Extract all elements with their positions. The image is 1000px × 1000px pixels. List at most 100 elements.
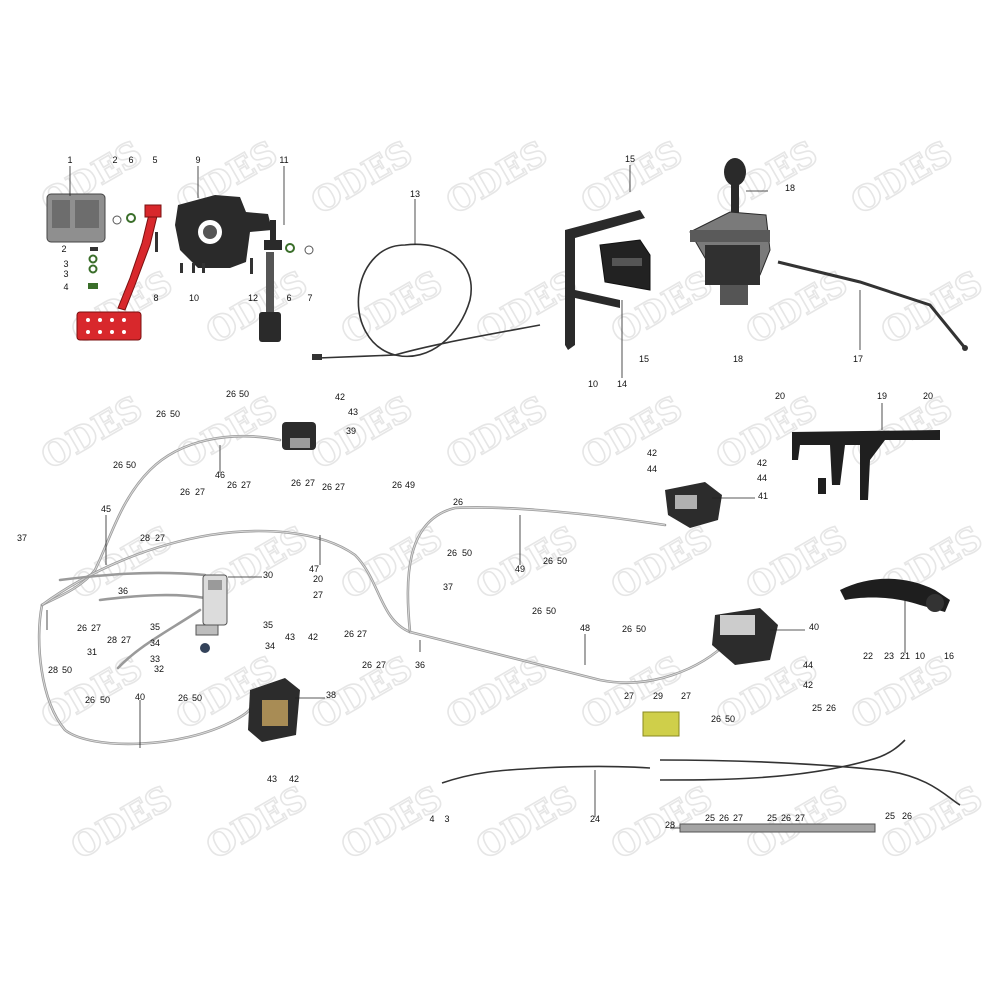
- callout-label-23[interactable]: 23: [884, 651, 894, 661]
- callout-label-50[interactable]: 50: [192, 693, 202, 703]
- part-24-cable[interactable]: [441, 739, 961, 806]
- part-18-shifter[interactable]: [689, 158, 771, 305]
- callout-label-50[interactable]: 50: [126, 460, 136, 470]
- callout-label-43[interactable]: 43: [285, 632, 295, 642]
- callout-label-39[interactable]: 39: [346, 426, 356, 436]
- callout-label-26[interactable]: 26: [622, 624, 632, 634]
- callout-label-25[interactable]: 25: [767, 813, 777, 823]
- callout-label-18[interactable]: 18: [785, 183, 795, 193]
- callout-label-26[interactable]: 26: [180, 487, 190, 497]
- callout-label-3[interactable]: 3: [63, 269, 68, 279]
- callout-label-26[interactable]: 26: [85, 695, 95, 705]
- callout-label-45[interactable]: 45: [101, 504, 111, 514]
- callout-label-8[interactable]: 8: [153, 293, 158, 303]
- part-19-bracket[interactable]: [792, 430, 940, 500]
- part-29-pad[interactable]: [642, 711, 680, 737]
- callout-label-26[interactable]: 26: [447, 548, 457, 558]
- callout-label-6[interactable]: 6: [128, 155, 133, 165]
- callout-label-26[interactable]: 26: [226, 389, 236, 399]
- callout-label-15[interactable]: 15: [639, 354, 649, 364]
- callout-label-26[interactable]: 26: [719, 813, 729, 823]
- part-41-caliper[interactable]: [665, 482, 722, 528]
- callout-label-26[interactable]: 26: [178, 693, 188, 703]
- callout-label-13[interactable]: 13: [410, 189, 420, 199]
- callout-label-49[interactable]: 49: [405, 480, 415, 490]
- callout-label-34[interactable]: 34: [150, 638, 160, 648]
- part-5-pedal-arm[interactable]: [117, 209, 159, 311]
- callout-label-50[interactable]: 50: [462, 548, 472, 558]
- callout-label-27[interactable]: 27: [121, 635, 131, 645]
- callout-label-33[interactable]: 33: [150, 654, 160, 664]
- callout-label-35[interactable]: 35: [263, 620, 273, 630]
- callout-label-26[interactable]: 26: [392, 480, 402, 490]
- callout-label-50[interactable]: 50: [725, 714, 735, 724]
- callout-label-27[interactable]: 27: [195, 487, 205, 497]
- callout-label-26[interactable]: 26: [453, 497, 463, 507]
- callout-label-26[interactable]: 26: [291, 478, 301, 488]
- callout-label-31[interactable]: 31: [87, 647, 97, 657]
- callout-label-7[interactable]: 7: [307, 293, 312, 303]
- callout-label-26[interactable]: 26: [902, 811, 912, 821]
- callout-label-27[interactable]: 27: [91, 623, 101, 633]
- callout-label-27[interactable]: 27: [335, 482, 345, 492]
- callout-label-24[interactable]: 24: [590, 814, 600, 824]
- callout-label-26[interactable]: 26: [77, 623, 87, 633]
- callout-label-16[interactable]: 16: [944, 651, 954, 661]
- callout-label-44[interactable]: 44: [803, 660, 813, 670]
- callout-label-26[interactable]: 26: [344, 629, 354, 639]
- callout-label-40[interactable]: 40: [809, 622, 819, 632]
- callout-label-2[interactable]: 2: [61, 244, 66, 254]
- callout-label-27[interactable]: 27: [733, 813, 743, 823]
- callout-label-37[interactable]: 37: [17, 533, 27, 543]
- callout-label-40[interactable]: 40: [135, 692, 145, 702]
- callout-label-50[interactable]: 50: [239, 389, 249, 399]
- part-13-cable[interactable]: [312, 243, 541, 360]
- callout-label-34[interactable]: 34: [265, 641, 275, 651]
- part-38-caliper[interactable]: [248, 678, 300, 742]
- callout-label-50[interactable]: 50: [62, 665, 72, 675]
- callout-label-38[interactable]: 38: [326, 690, 336, 700]
- callout-label-27[interactable]: 27: [376, 660, 386, 670]
- callout-label-26[interactable]: 26: [532, 606, 542, 616]
- part-14-frame[interactable]: [565, 210, 651, 350]
- callout-label-25[interactable]: 25: [812, 703, 822, 713]
- callout-label-27[interactable]: 27: [305, 478, 315, 488]
- callout-label-4[interactable]: 4: [63, 282, 68, 292]
- part-21-handbrake-lever[interactable]: [840, 578, 950, 612]
- callout-label-28[interactable]: 28: [665, 820, 675, 830]
- callout-label-10[interactable]: 10: [588, 379, 598, 389]
- callout-label-26[interactable]: 26: [711, 714, 721, 724]
- callout-label-26[interactable]: 26: [781, 813, 791, 823]
- part-9-bracket[interactable]: [175, 195, 272, 268]
- part-11-brake-switch[interactable]: [264, 240, 282, 250]
- callout-label-2[interactable]: 2: [112, 155, 117, 165]
- callout-label-50[interactable]: 50: [636, 624, 646, 634]
- callout-label-27[interactable]: 27: [624, 691, 634, 701]
- callout-label-32[interactable]: 32: [154, 664, 164, 674]
- callout-label-1[interactable]: 1: [67, 155, 72, 165]
- part-39-caliper[interactable]: [282, 422, 316, 450]
- callout-label-36[interactable]: 36: [118, 586, 128, 596]
- callout-label-11[interactable]: 11: [279, 155, 288, 165]
- callout-label-6[interactable]: 6: [286, 293, 291, 303]
- callout-label-3[interactable]: 3: [63, 259, 68, 269]
- callout-label-28[interactable]: 28: [140, 533, 150, 543]
- callout-label-29[interactable]: 29: [653, 691, 663, 701]
- callout-label-50[interactable]: 50: [170, 409, 180, 419]
- callout-label-10[interactable]: 10: [915, 651, 925, 661]
- callout-label-26[interactable]: 26: [543, 556, 553, 566]
- callout-label-22[interactable]: 22: [863, 651, 873, 661]
- callout-label-49[interactable]: 49: [515, 564, 525, 574]
- callout-label-26[interactable]: 26: [227, 480, 237, 490]
- callout-label-20[interactable]: 20: [775, 391, 785, 401]
- callout-label-42[interactable]: 42: [803, 680, 813, 690]
- callout-label-26[interactable]: 26: [322, 482, 332, 492]
- callout-label-27[interactable]: 27: [241, 480, 251, 490]
- callout-label-30[interactable]: 30: [263, 570, 273, 580]
- callout-label-26[interactable]: 26: [113, 460, 123, 470]
- callout-label-27[interactable]: 27: [681, 691, 691, 701]
- callout-label-44[interactable]: 44: [757, 473, 767, 483]
- callout-label-43[interactable]: 43: [267, 774, 277, 784]
- callout-label-42[interactable]: 42: [289, 774, 299, 784]
- callout-label-37[interactable]: 37: [443, 582, 453, 592]
